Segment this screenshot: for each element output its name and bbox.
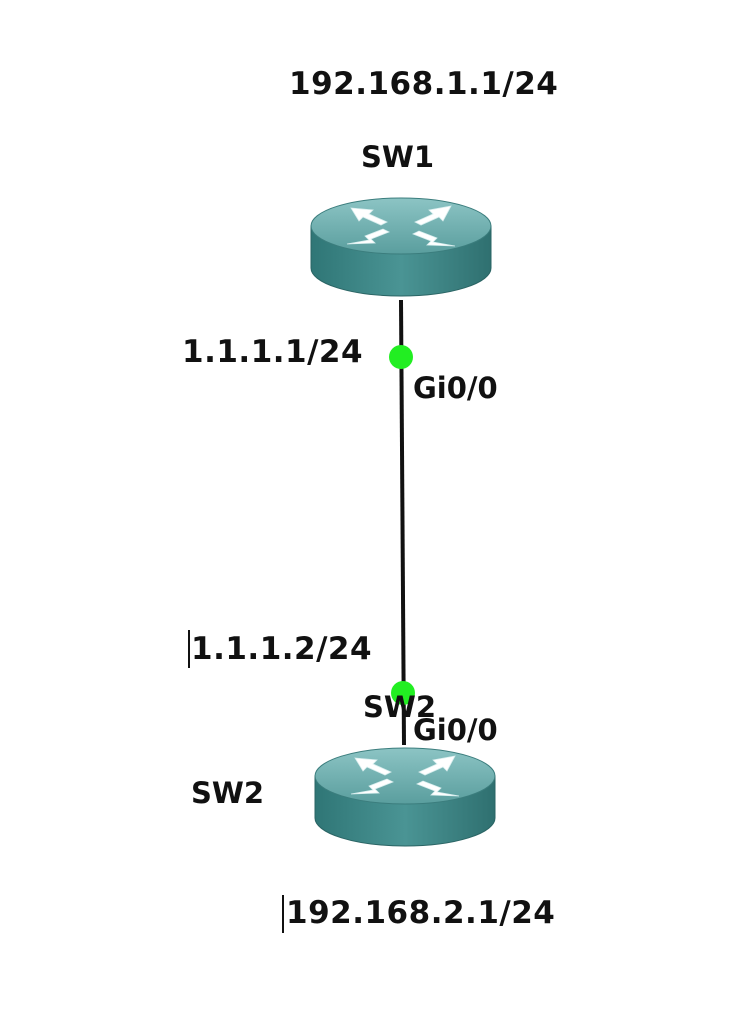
sw1-interface-label: Gi0/0 xyxy=(413,371,498,405)
sw1-link-ip-label: 1.1.1.1/24 xyxy=(182,334,364,370)
sw2-link-ip-label: 1.1.1.2/24 xyxy=(191,631,373,667)
sw2-interface-label: Gi0/0 xyxy=(413,713,498,747)
sw2-router-icon xyxy=(314,747,496,847)
sw1-lan-ip-label: 192.168.1.1/24 xyxy=(289,66,559,102)
text-cursor-icon xyxy=(188,630,190,668)
text-cursor-icon-2 xyxy=(282,895,284,933)
sw2-name-label: SW2 xyxy=(191,776,265,810)
sw2-port-status-icon xyxy=(391,681,415,705)
link-line xyxy=(399,299,406,746)
sw1-name-label: SW1 xyxy=(361,140,435,174)
sw1-port-status-icon xyxy=(389,345,413,369)
sw2-lan-ip-label: 192.168.2.1/24 xyxy=(286,895,556,931)
sw2-name-overlap-label: SW2 xyxy=(363,690,437,724)
sw1-router-icon xyxy=(310,197,492,297)
